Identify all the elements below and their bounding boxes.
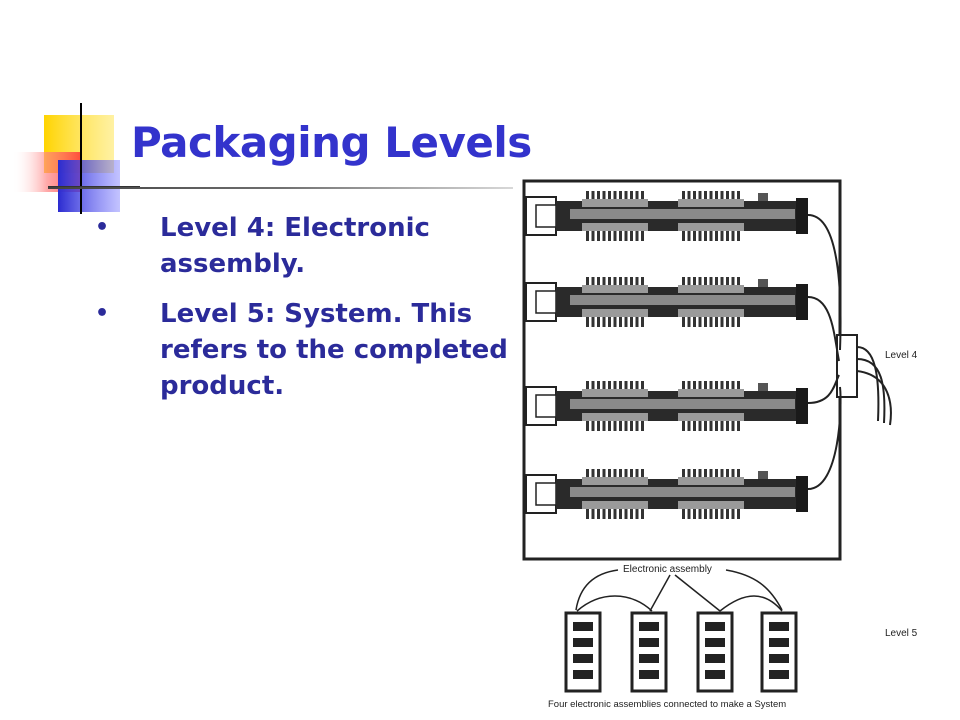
circuit-board [525, 381, 808, 431]
bullet-marker: • [95, 301, 110, 326]
label-level4: Level 4 [885, 350, 918, 361]
slide-title: Packaging Levels [131, 118, 532, 167]
bullet-text: Level 5: System. This refers to the comp… [160, 299, 508, 401]
bullet-text: Level 4: Electronic assembly. [160, 213, 430, 279]
diagram-caption: Four electronic assemblies connected to … [548, 699, 786, 710]
system-module [696, 611, 734, 693]
assembly-arrows [575, 569, 783, 612]
circuit-board [525, 191, 808, 241]
corner-decoration [12, 103, 140, 214]
system-modules [564, 611, 798, 693]
bullet-list: • Level 4: Electronic assembly. • Level … [95, 210, 515, 418]
packaging-diagram: Level 4 Electronic assembly Level 5 Four… [522, 179, 918, 710]
system-module [760, 611, 798, 693]
circuit-board [525, 277, 808, 327]
bullet-item-level4: • Level 4: Electronic assembly. [95, 210, 515, 282]
system-module [630, 611, 668, 693]
output-cables [856, 346, 892, 426]
board-cables [807, 214, 842, 490]
connector-block [836, 334, 858, 398]
label-level5: Level 5 [885, 628, 918, 639]
circuit-board [525, 469, 808, 519]
circuit-boards [525, 191, 808, 519]
label-electronic-assembly: Electronic assembly [623, 564, 712, 575]
system-module [564, 611, 602, 693]
bullet-marker: • [95, 215, 110, 240]
bullet-item-level5: • Level 5: System. This refers to the co… [95, 296, 515, 404]
title-underline [48, 187, 513, 189]
